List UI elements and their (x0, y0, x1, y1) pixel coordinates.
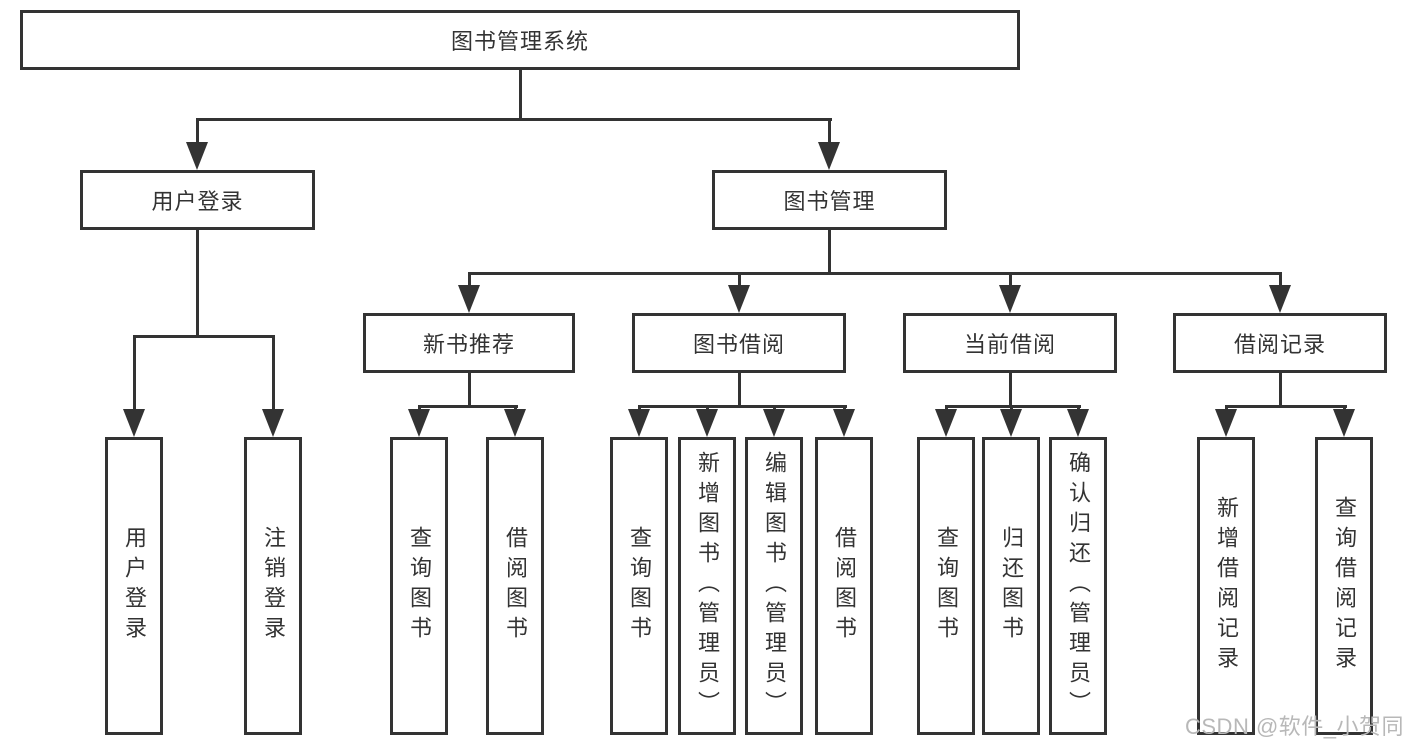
node-book-borrowing: 图书借阅 (632, 313, 846, 373)
node-label: 新书推荐 (422, 332, 515, 357)
leaf-user-login: 用户登录 (105, 437, 163, 735)
node-label: 新增图书（管理员） (695, 451, 720, 721)
connector-borrowing-rail (638, 405, 847, 408)
connector-bookmgmt-stem (828, 230, 831, 272)
connector-line (638, 405, 641, 412)
connector-line (828, 118, 831, 145)
arrow-down-icon (833, 409, 855, 437)
connector-line (1343, 405, 1346, 412)
arrow-down-icon (1269, 285, 1291, 313)
node-label: 编辑图书（管理员） (762, 451, 787, 721)
node-label: 借阅图书 (503, 526, 528, 646)
csdn-watermark: CSDN @软件_小贺同学 (1185, 714, 1405, 739)
leaf-confirm-return-admin: 确认归还（管理员） (1049, 437, 1107, 735)
node-label: 新增借阅记录 (1214, 496, 1239, 676)
node-label: 图书管理系统 (450, 29, 589, 54)
connector-line (843, 405, 846, 412)
leaf-return-books: 归还图书 (982, 437, 1040, 735)
node-label: 图书管理 (783, 189, 876, 214)
connector-records-rail (1225, 405, 1347, 408)
connector-line (133, 335, 136, 412)
connector-current-stem (1009, 373, 1012, 405)
node-current-borrowing: 当前借阅 (903, 313, 1117, 373)
leaf-query-books-current: 查询图书 (917, 437, 975, 735)
connector-line (1077, 405, 1080, 412)
connector-bookmgmt-rail (468, 272, 1282, 275)
connector-line (945, 405, 948, 412)
leaf-add-books-admin: 新增图书（管理员） (678, 437, 736, 735)
node-borrowing-records: 借阅记录 (1173, 313, 1387, 373)
leaf-query-borrow-record: 查询借阅记录 (1315, 437, 1373, 735)
arrow-down-icon (123, 409, 145, 437)
node-user-login: 用户登录 (80, 170, 315, 230)
node-label: 查询图书 (407, 526, 432, 646)
node-label: 图书借阅 (692, 332, 785, 357)
node-label: 确认归还（管理员） (1066, 451, 1091, 721)
node-label: 借阅图书 (832, 526, 857, 646)
arrow-down-icon (504, 409, 526, 437)
leaf-add-borrow-record: 新增借阅记录 (1197, 437, 1255, 735)
arrow-down-icon (186, 142, 208, 170)
leaf-logout: 注销登录 (244, 437, 302, 735)
arrow-down-icon (999, 285, 1021, 313)
connector-line (1225, 405, 1228, 412)
connector-userlogin-stem (196, 230, 199, 335)
arrow-down-icon (458, 285, 480, 313)
connector-line (1009, 272, 1012, 287)
connector-current-rail (945, 405, 1081, 408)
node-new-book-recommendation: 新书推荐 (363, 313, 575, 373)
arrow-down-icon (1067, 409, 1089, 437)
arrow-down-icon (262, 409, 284, 437)
node-library-management-system: 图书管理系统 (20, 10, 1020, 70)
node-label: 注销登录 (261, 526, 286, 646)
connector-root-rail (196, 118, 832, 121)
leaf-borrow-books: 借阅图书 (815, 437, 873, 735)
connector-line (1279, 272, 1282, 287)
connector-line (773, 405, 776, 412)
leaf-edit-books-admin: 编辑图书（管理员） (745, 437, 803, 735)
connector-records-stem (1279, 373, 1282, 405)
connector-recommend-stem (468, 373, 471, 405)
arrow-down-icon (818, 142, 840, 170)
connector-line (418, 405, 421, 412)
node-label: 查询图书 (934, 526, 959, 646)
connector-line (738, 272, 741, 287)
leaf-query-books-recommend: 查询图书 (390, 437, 448, 735)
arrow-down-icon (696, 409, 718, 437)
connector-line (272, 335, 275, 412)
connector-line (706, 405, 709, 412)
arrow-down-icon (408, 409, 430, 437)
connector-root-stem (519, 70, 522, 118)
connector-line (468, 272, 471, 287)
leaf-query-books-borrowing: 查询图书 (610, 437, 668, 735)
connector-userlogin-rail (133, 335, 275, 338)
arrow-down-icon (628, 409, 650, 437)
node-label: 当前借阅 (963, 332, 1056, 357)
node-label: 查询图书 (627, 526, 652, 646)
node-label: 归还图书 (999, 526, 1024, 646)
arrow-down-icon (1333, 409, 1355, 437)
node-label: 借阅记录 (1233, 332, 1326, 357)
connector-line (514, 405, 517, 412)
connector-recommend-rail (418, 405, 518, 408)
node-label: 用户登录 (122, 526, 147, 646)
arrow-down-icon (1000, 409, 1022, 437)
node-book-management: 图书管理 (712, 170, 947, 230)
node-label: 用户登录 (151, 189, 244, 214)
leaf-borrow-books-recommend: 借阅图书 (486, 437, 544, 735)
arrow-down-icon (1215, 409, 1237, 437)
arrow-down-icon (763, 409, 785, 437)
connector-borrowing-stem (738, 373, 741, 405)
arrow-down-icon (728, 285, 750, 313)
node-label: 查询借阅记录 (1332, 496, 1357, 676)
connector-line (1010, 405, 1013, 412)
arrow-down-icon (935, 409, 957, 437)
connector-line (196, 118, 199, 145)
